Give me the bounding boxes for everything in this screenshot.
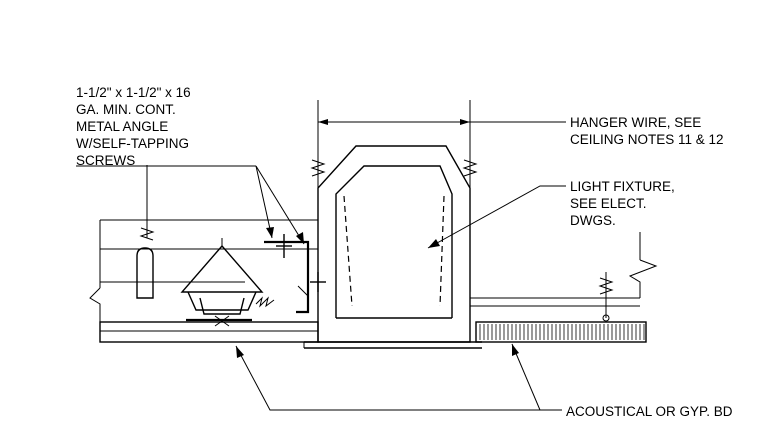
fixture-label-line-3: DWGS. bbox=[570, 213, 616, 228]
cone-carrier bbox=[180, 238, 275, 327]
left-structure bbox=[89, 219, 318, 323]
light-fixture bbox=[303, 145, 482, 349]
fixture-label-line-1: LIGHT FIXTURE, bbox=[570, 179, 675, 194]
fixture-leader bbox=[427, 185, 566, 249]
hanger-dimension bbox=[318, 119, 470, 125]
angle-label-line-2: GA. MIN. CONT. bbox=[76, 102, 176, 117]
fixture-callout-text: LIGHT FIXTURE, SEE ELECT. DWGS. bbox=[570, 179, 675, 228]
angle-label-line-5: SCREWS bbox=[76, 153, 135, 168]
angle-callout-text: 1-1/2" x 1-1/2" x 16 GA. MIN. CONT. META… bbox=[76, 85, 191, 168]
hanger-label-line-2: CEILING NOTES 11 & 12 bbox=[570, 132, 724, 147]
angle-label-line-3: METAL ANGLE bbox=[76, 119, 168, 134]
tile-hatch bbox=[479, 324, 645, 340]
angle-label-line-4: W/SELF-TAPPING bbox=[76, 136, 189, 151]
angle-label-line-1: 1-1/2" x 1-1/2" x 16 bbox=[76, 85, 191, 100]
fixture-hanger-wires bbox=[310, 100, 478, 188]
left-hanger-wire bbox=[136, 165, 155, 299]
ceiling-label: ACOUSTICAL OR GYP. BD bbox=[566, 404, 733, 419]
ceiling-leaders bbox=[235, 343, 562, 411]
right-ceiling-tile bbox=[475, 321, 647, 343]
fixture-label-line-2: SEE ELECT. bbox=[570, 196, 647, 211]
hanger-callout-text: HANGER WIRE, SEE CEILING NOTES 11 & 12 bbox=[570, 115, 724, 147]
right-structure bbox=[470, 232, 658, 322]
left-ceiling-board bbox=[99, 321, 319, 343]
hanger-label-line-1: HANGER WIRE, SEE bbox=[570, 115, 701, 130]
angle-leaders bbox=[76, 165, 305, 245]
